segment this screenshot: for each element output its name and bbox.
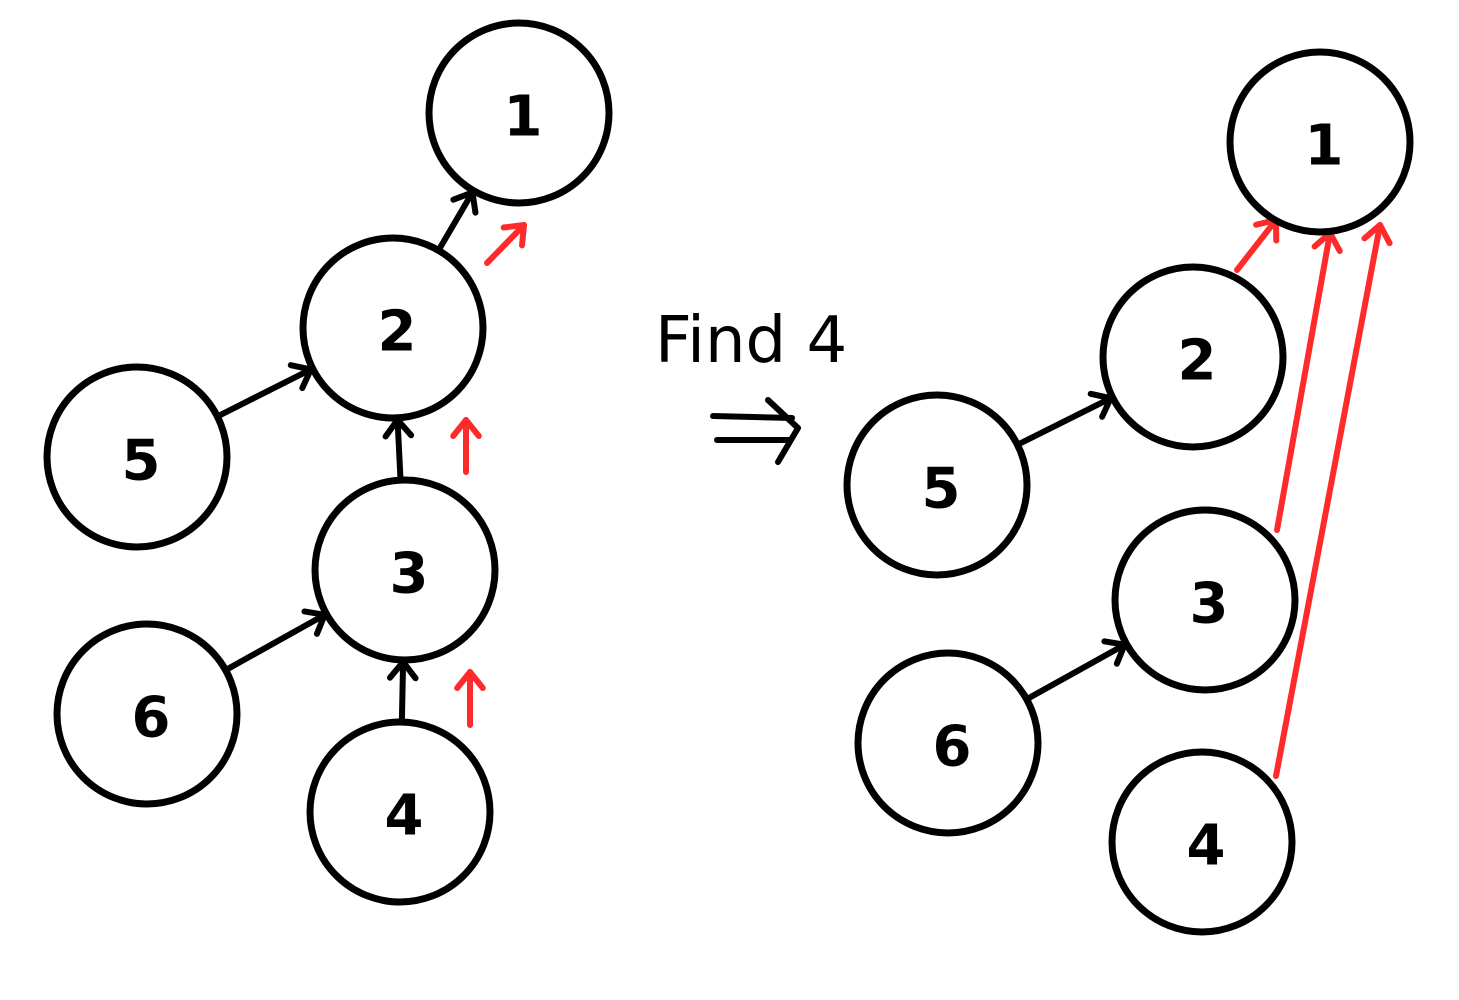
node-label: 5 (922, 457, 961, 522)
compressed-edge-4-to-1 (1273, 222, 1393, 779)
node-before-6: 6 (53, 620, 241, 808)
node-label: 1 (504, 85, 543, 150)
node-label: 6 (132, 686, 171, 751)
node-label: 5 (122, 429, 161, 494)
edge-after-6-to-3 (1023, 638, 1128, 703)
node-label: 4 (385, 784, 424, 849)
node-before-1: 1 (425, 19, 613, 207)
node-label: 3 (390, 542, 429, 607)
edge-before-6-to-3 (222, 608, 328, 674)
node-after-4: 4 (1108, 748, 1296, 936)
edge-before-4-to-3 (386, 658, 419, 726)
nodes-layer: 1 2 3 4 5 6 1 2 3 4 5 6 (43, 19, 1414, 936)
find-4-caption: Find 4 (655, 304, 847, 378)
node-after-5: 5 (843, 391, 1031, 579)
node-label: 6 (933, 715, 972, 780)
node-after-6: 6 (854, 649, 1042, 837)
node-label: 2 (378, 300, 417, 365)
node-after-3: 3 (1111, 506, 1299, 694)
node-before-3: 3 (311, 476, 499, 664)
find-path-arrow-4-to-3 (454, 669, 486, 728)
implies-arrow (710, 397, 801, 465)
edges-layer (214, 189, 1393, 779)
find-path-arrow-2-to-1 (484, 222, 527, 266)
node-before-4: 4 (306, 718, 494, 906)
edge-before-2-to-1 (435, 189, 479, 254)
node-label: 4 (1187, 814, 1226, 879)
edge-before-3-to-2 (382, 416, 415, 484)
node-label: 3 (1190, 572, 1229, 637)
node-before-2: 2 (299, 234, 487, 422)
node-label: 1 (1305, 114, 1344, 179)
find-path-arrow-3-to-2 (450, 417, 482, 475)
compressed-edge-2-to-1 (1234, 217, 1280, 273)
node-label: 2 (1178, 329, 1217, 394)
node-after-2: 2 (1099, 263, 1287, 451)
edge-before-5-to-2 (214, 362, 314, 420)
node-before-5: 5 (43, 363, 231, 551)
edge-after-5-to-2 (1014, 390, 1114, 448)
node-after-1: 1 (1226, 48, 1414, 236)
